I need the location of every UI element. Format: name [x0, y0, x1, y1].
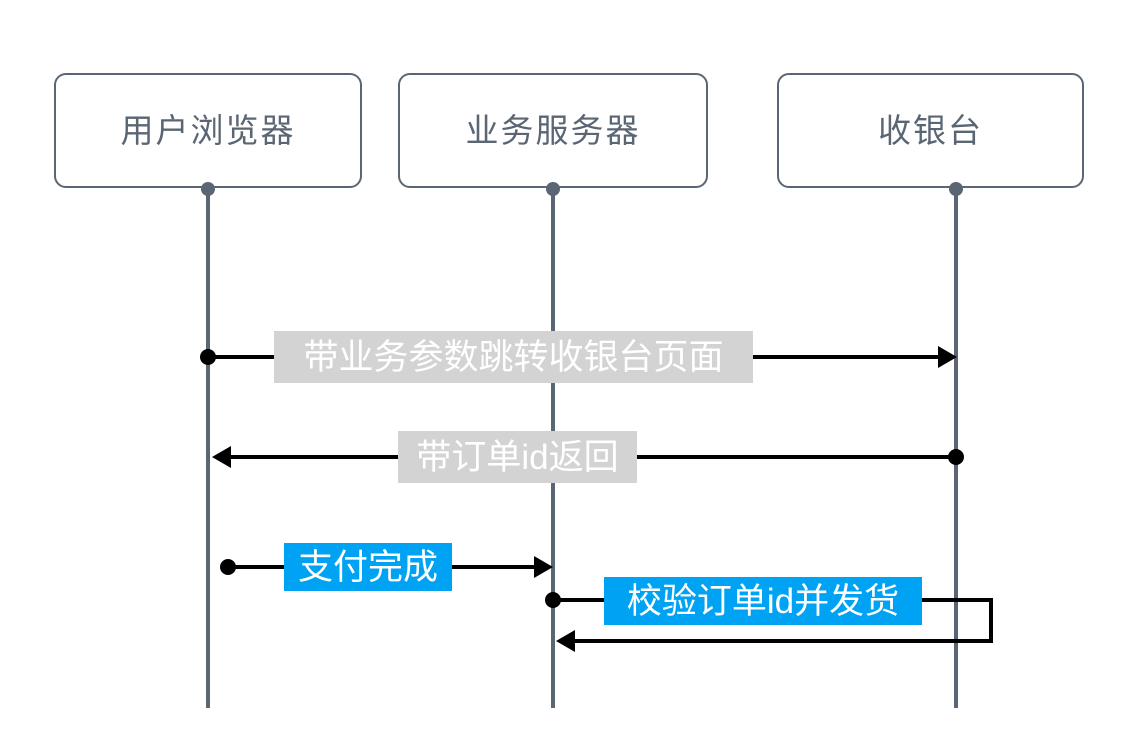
participant-box-server[interactable]: 业务服务器 [398, 73, 708, 188]
lifeline-browser [206, 188, 210, 708]
participant-label-cashier: 收银台 [878, 112, 983, 149]
message-3-label[interactable]: 支付完成 [284, 543, 452, 591]
message-4-turn-line [989, 598, 993, 643]
message-3-label-text: 支付完成 [297, 547, 438, 587]
participant-label-browser: 用户浏览器 [120, 112, 296, 149]
message-2-label-text: 带订单id返回 [416, 437, 619, 477]
message-1-label[interactable]: 带业务参数跳转收银台页面 [274, 331, 753, 383]
message-1-arrowhead-icon [938, 346, 957, 368]
message-2-label[interactable]: 带订单id返回 [398, 431, 637, 483]
participant-label-server: 业务服务器 [465, 112, 641, 149]
lifeline-cashier [954, 188, 958, 708]
message-4-label[interactable]: 校验订单id并发货 [604, 577, 922, 625]
message-3-arrowhead-icon [534, 556, 553, 578]
message-2-source-ball [948, 449, 964, 465]
message-4-label-text: 校验订单id并发货 [626, 581, 900, 621]
participant-box-cashier[interactable]: 收银台 [777, 73, 1084, 188]
message-2-arrowhead-icon [212, 446, 231, 468]
participant-box-browser[interactable]: 用户浏览器 [54, 73, 362, 188]
message-4-return-line [570, 639, 993, 643]
message-4-arrowhead-icon [556, 630, 575, 652]
message-1-label-text: 带业务参数跳转收银台页面 [303, 337, 724, 377]
